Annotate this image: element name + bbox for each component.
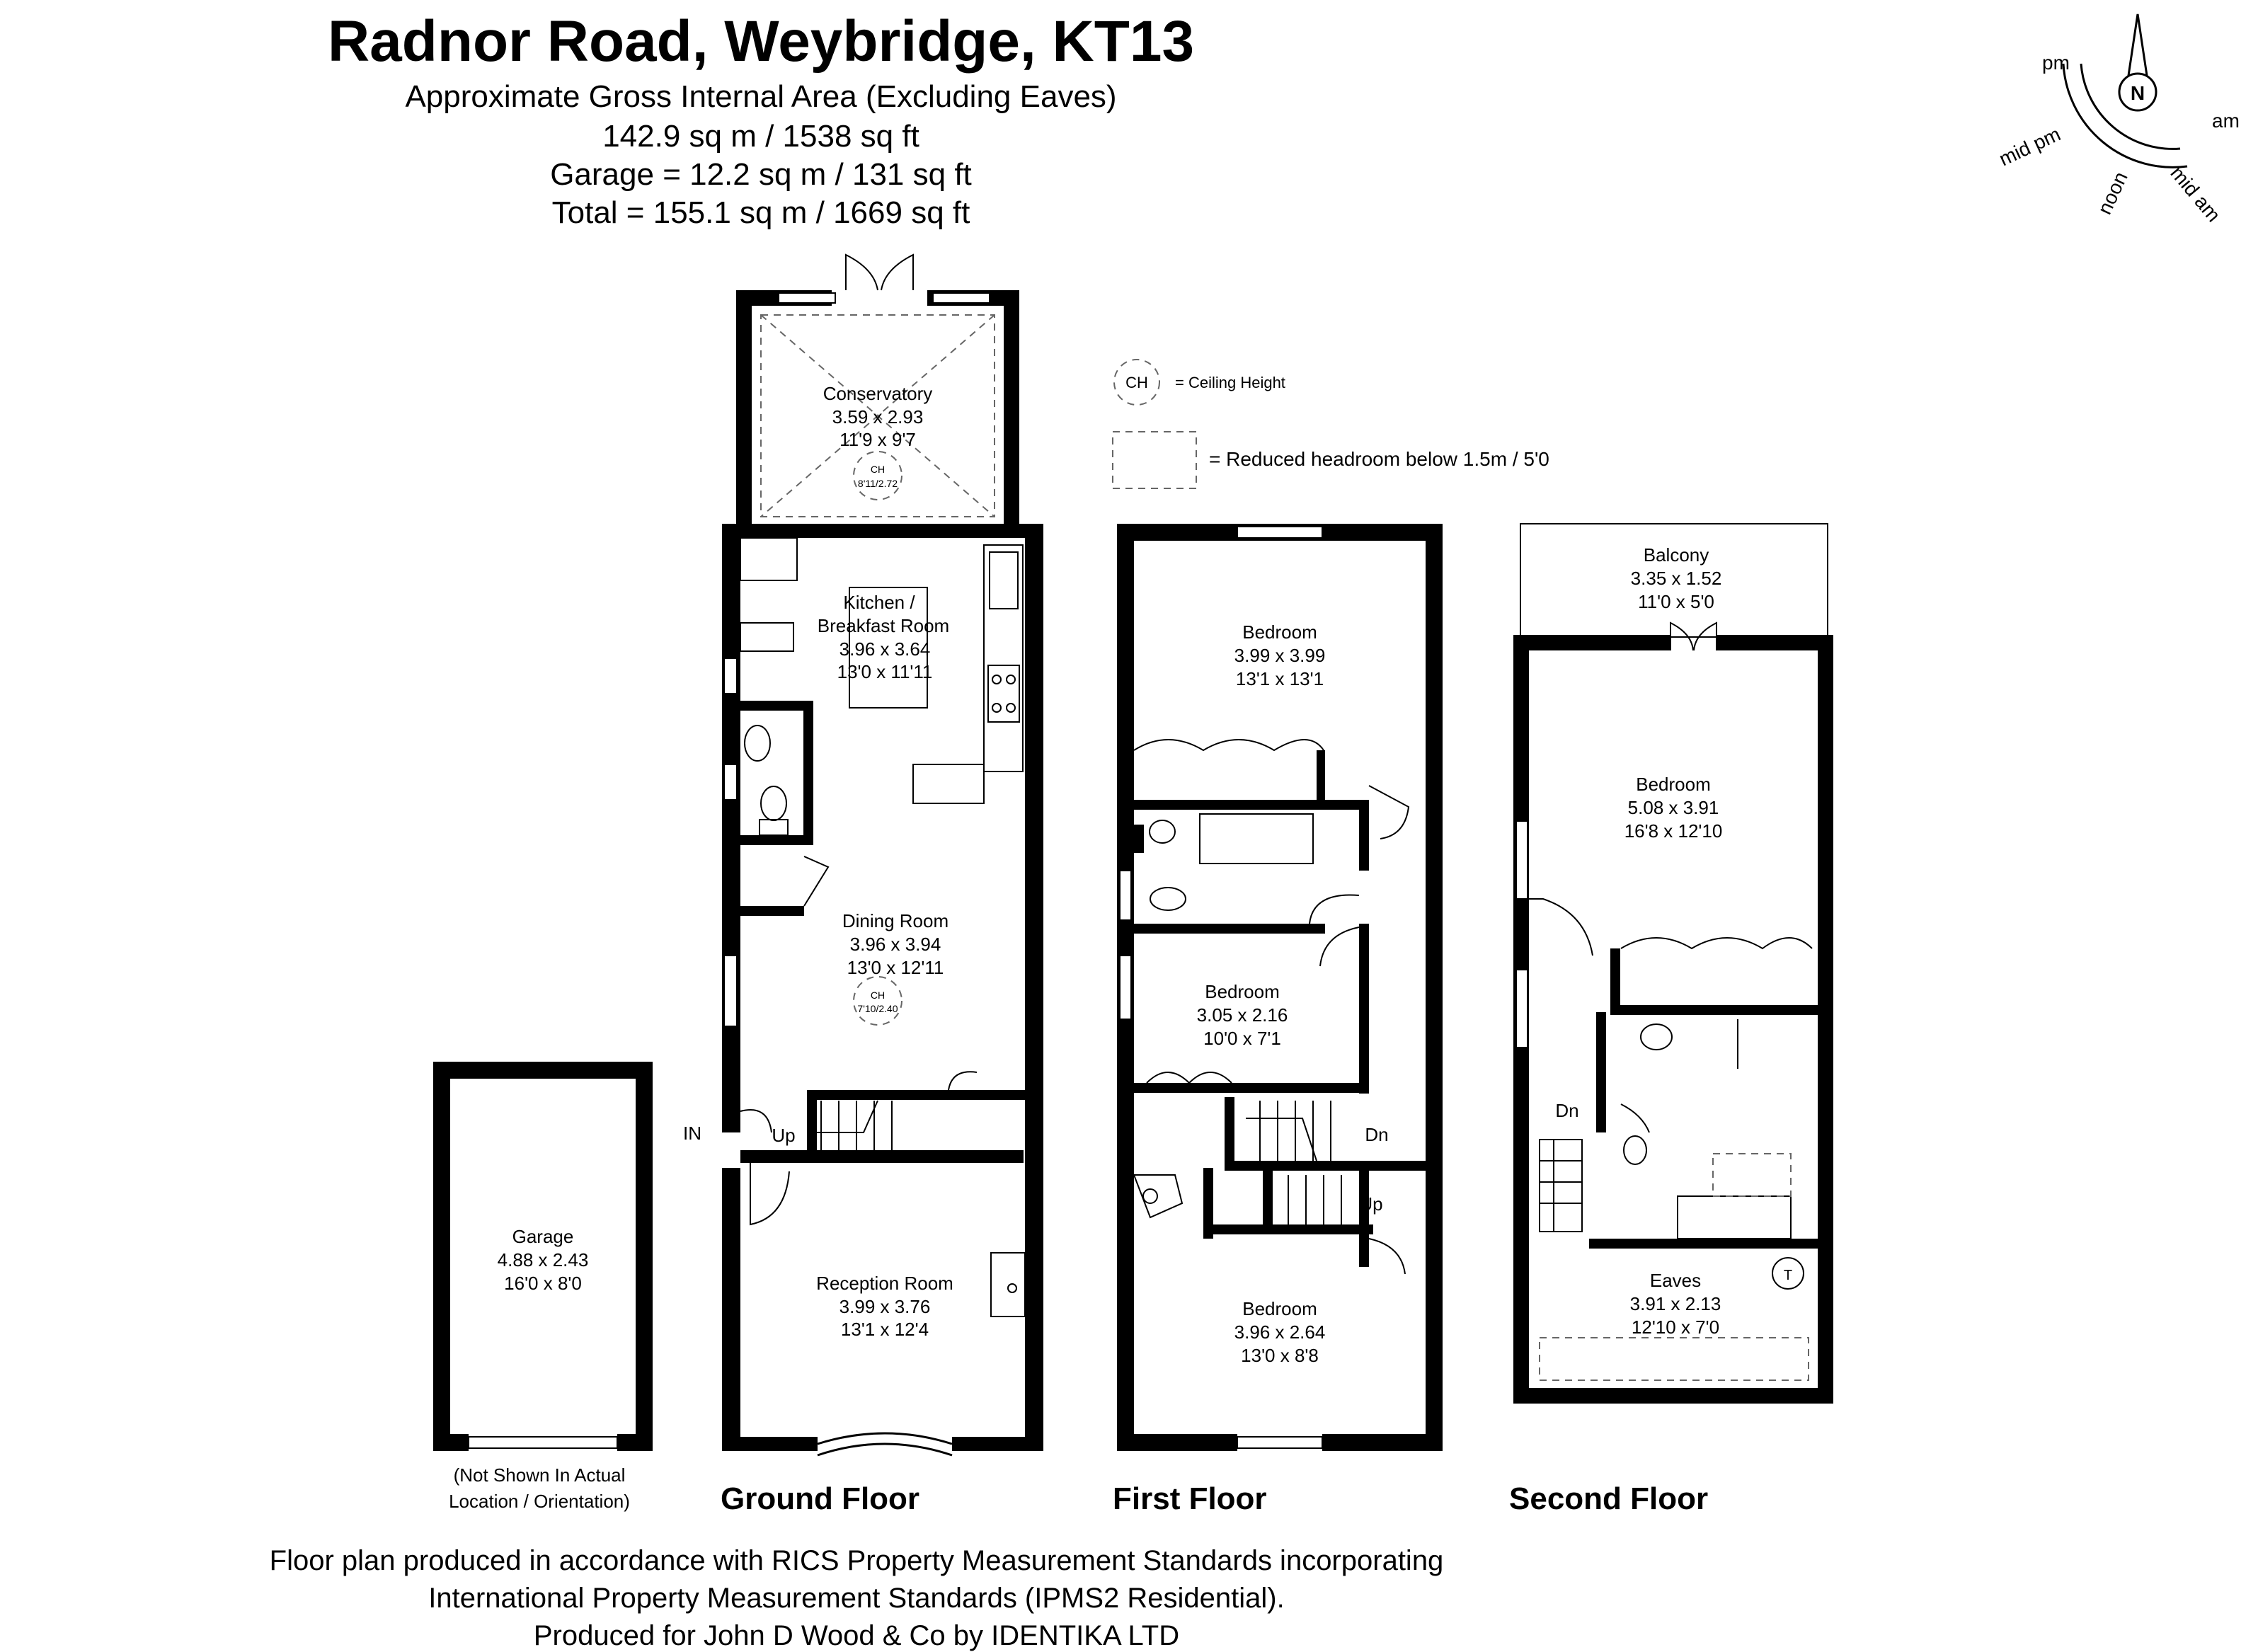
- room-kitchen-name-2: Breakfast Room: [818, 615, 949, 636]
- room-bedroom-4-name: Bedroom: [1636, 774, 1711, 795]
- room-dining-name: Dining Room: [842, 910, 949, 931]
- room-bedroom-3-name: Bedroom: [1242, 1298, 1317, 1319]
- tank-symbol: T: [1784, 1268, 1792, 1283]
- compass-icon: N pm am mid pm noon mid am: [1995, 13, 2240, 226]
- area-total: Total = 155.1 sq m / 1669 sq ft: [551, 195, 970, 230]
- room-bedroom-2-imperial: 10'0 x 7'1: [1203, 1028, 1281, 1049]
- room-bedroom-3-metric: 3.96 x 2.64: [1234, 1321, 1326, 1343]
- footer-line-1: Floor plan produced in accordance with R…: [269, 1545, 1444, 1576]
- room-bedroom-1-metric: 3.99 x 3.99: [1234, 645, 1326, 666]
- entrance-label: IN: [683, 1123, 701, 1144]
- dining-ch-symbol: CH: [871, 990, 885, 1001]
- room-reception-name: Reception Room: [816, 1273, 953, 1294]
- room-garage-imperial: 16'0 x 8'0: [504, 1273, 582, 1294]
- area-garage: Garage = 12.2 sq m / 131 sq ft: [550, 157, 972, 192]
- dining-ch-value: 7'10/2.40: [857, 1003, 898, 1014]
- area-main: 142.9 sq m / 1538 sq ft: [602, 119, 919, 154]
- room-dining-imperial: 13'0 x 12'11: [847, 957, 944, 978]
- compass-mid-am: mid am: [2166, 162, 2225, 226]
- room-bedroom-4-imperial: 16'8 x 12'10: [1624, 820, 1723, 842]
- room-kitchen-metric: 3.96 x 3.64: [839, 638, 931, 660]
- room-dining-metric: 3.96 x 3.94: [850, 934, 941, 955]
- room-garage-name: Garage: [512, 1226, 574, 1247]
- room-garage-metric: 4.88 x 2.43: [498, 1249, 589, 1270]
- room-reception-metric: 3.99 x 3.76: [839, 1296, 931, 1317]
- conservatory-ch-symbol: CH: [871, 464, 885, 475]
- first-floor-plan: [1117, 524, 1443, 1451]
- legend-ch-symbol: CH: [1125, 374, 1148, 391]
- first-stairs-down: Dn: [1365, 1124, 1388, 1145]
- legend-ch-text: = Ceiling Height: [1175, 374, 1285, 391]
- room-eaves-metric: 3.91 x 2.13: [1630, 1293, 1721, 1314]
- room-conservatory-imperial: 11'9 x 9'7: [839, 429, 916, 450]
- first-floor-labels: Bedroom 3.99 x 3.99 13'1 x 13'1 Bedroom …: [1197, 621, 1389, 1366]
- compass-noon: noon: [2093, 168, 2131, 218]
- second-floor-label: Second Floor: [1509, 1481, 1709, 1516]
- second-stairs-down: Dn: [1555, 1100, 1578, 1121]
- room-balcony-name: Balcony: [1644, 544, 1709, 566]
- second-floor-labels: Balcony 3.35 x 1.52 11'0 x 5'0 Bedroom 5…: [1555, 544, 1792, 1338]
- footer-line-3: Produced for John D Wood & Co by IDENTIK…: [533, 1620, 1180, 1651]
- footer-line-2: International Property Measurement Stand…: [428, 1583, 1285, 1614]
- conservatory-ch-value: 8'11/2.72: [858, 478, 898, 489]
- ground-stairs-up: Up: [772, 1125, 795, 1146]
- room-bedroom-1-imperial: 13'1 x 13'1: [1236, 668, 1324, 689]
- compass-north: N: [2131, 82, 2145, 104]
- compass-am: am: [2212, 110, 2240, 132]
- room-bedroom-2-metric: 3.05 x 2.16: [1197, 1004, 1288, 1026]
- room-conservatory-metric: 3.59 x 2.93: [832, 406, 924, 428]
- room-reception-imperial: 13'1 x 12'4: [841, 1319, 929, 1340]
- garage-note-2: Location / Orientation): [449, 1491, 630, 1512]
- area-note: Approximate Gross Internal Area (Excludi…: [405, 79, 1117, 114]
- compass-pm: pm: [2042, 52, 2070, 74]
- room-kitchen-imperial: 13'0 x 11'11: [837, 661, 933, 682]
- garage-plan: Garage 4.88 x 2.43 16'0 x 8'0 (Not Shown…: [433, 1062, 653, 1512]
- room-balcony-imperial: 11'0 x 5'0: [1638, 591, 1714, 612]
- legend: CH = Ceiling Height = Reduced headroom b…: [1112, 359, 1549, 489]
- room-conservatory-name: Conservatory: [823, 383, 933, 404]
- compass-mid-pm: mid pm: [1995, 123, 2063, 171]
- room-bedroom-1-name: Bedroom: [1242, 621, 1317, 643]
- ground-floor-labels: Conservatory 3.59 x 2.93 11'9 x 9'7 CH 8…: [683, 383, 953, 1340]
- first-stairs-up: Up: [1359, 1193, 1382, 1215]
- garage-note-1: (Not Shown In Actual: [454, 1464, 626, 1486]
- ground-floor-label: Ground Floor: [721, 1481, 920, 1516]
- room-bedroom-2-name: Bedroom: [1205, 981, 1280, 1002]
- ground-floor-plan: [722, 253, 1043, 1457]
- room-bedroom-4-metric: 5.08 x 3.91: [1628, 797, 1719, 818]
- room-bedroom-3-imperial: 13'0 x 8'8: [1241, 1345, 1319, 1366]
- first-floor-label: First Floor: [1113, 1481, 1267, 1516]
- room-balcony-metric: 3.35 x 1.52: [1631, 568, 1722, 589]
- legend-reduced-text: = Reduced headroom below 1.5m / 5'0: [1209, 448, 1549, 470]
- room-eaves-imperial: 12'10 x 7'0: [1632, 1317, 1719, 1338]
- second-floor-plan: [1513, 523, 1833, 1404]
- plan-title: Radnor Road, Weybridge, KT13: [327, 9, 1195, 74]
- room-eaves-name: Eaves: [1650, 1270, 1701, 1291]
- room-kitchen-name-1: Kitchen /: [843, 592, 915, 613]
